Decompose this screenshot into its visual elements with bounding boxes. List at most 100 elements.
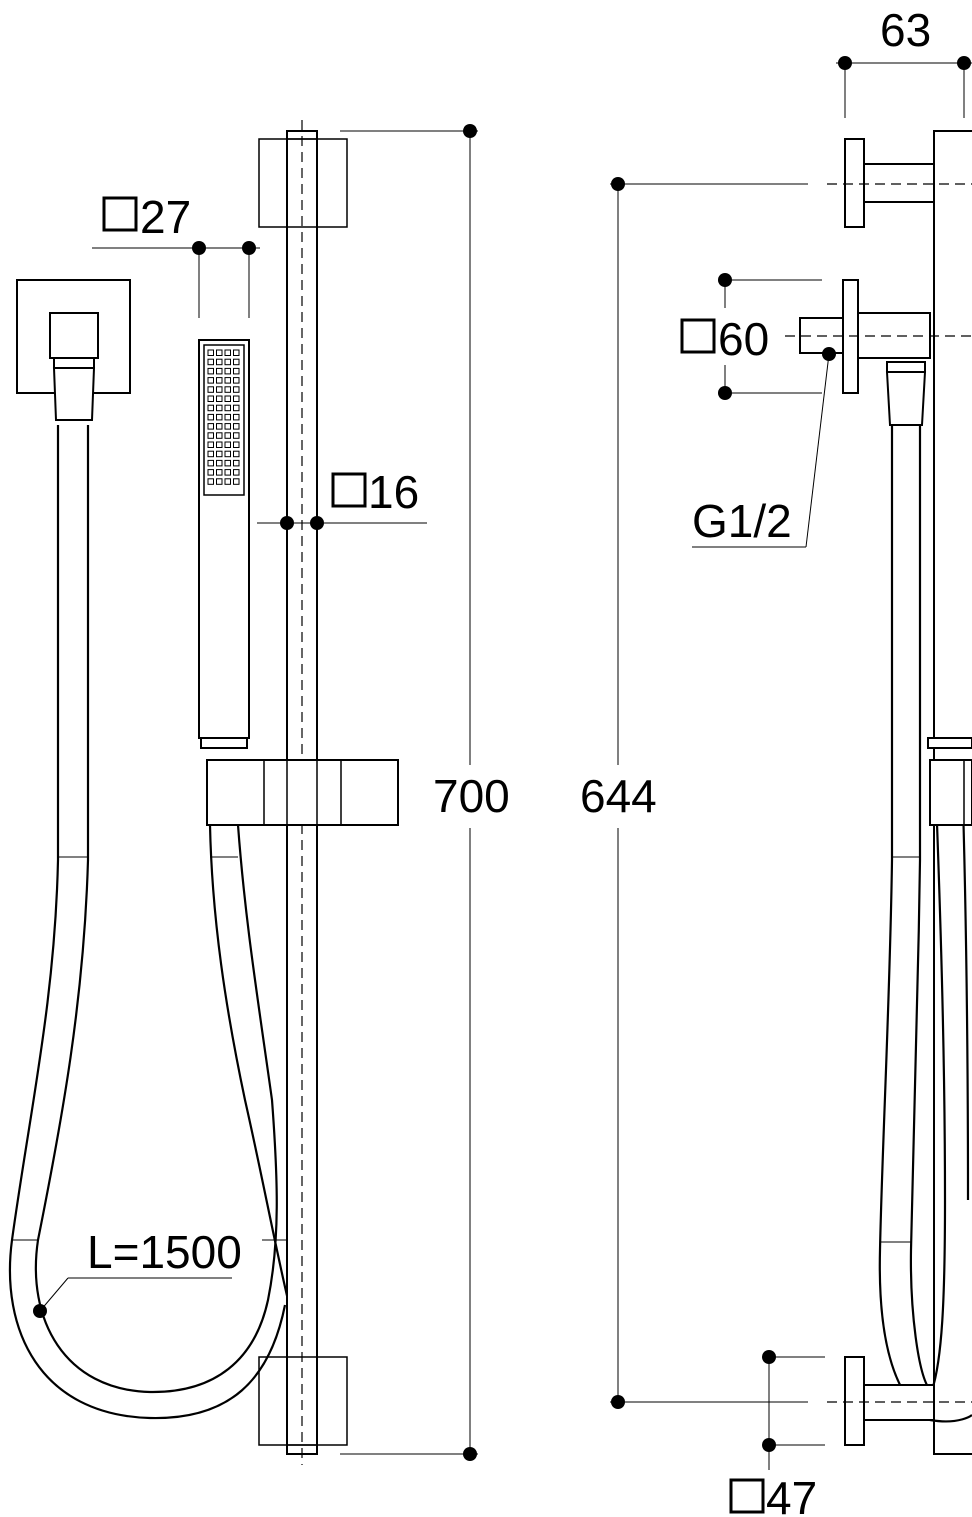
hose-cone-left [52,367,96,421]
nozzle [233,459,240,467]
nozzle [233,377,240,384]
nozzle [224,413,231,421]
nozzle [207,395,214,402]
side-slider [929,759,972,826]
nozzle [216,432,223,439]
label-outlet-thread: G1/2 [692,495,792,547]
nozzle [207,377,214,384]
dimension-63: 63 [836,4,972,118]
nozzle [233,395,240,402]
nozzle [224,432,231,439]
nozzle [216,459,223,467]
side-handshower-connector [927,737,972,749]
front-view: 27 16 700 L=1500 [8,120,510,1465]
nozzle [207,469,214,476]
label-outlet-plate: 60 [718,313,769,365]
nozzle [233,349,240,356]
nozzle [216,441,223,448]
nozzle [224,459,231,467]
nozzle [224,386,231,393]
label-bracket-plate: 47 [766,1472,817,1517]
nozzle [233,469,240,476]
hose-outer [8,425,287,1420]
hand-shower-head [203,344,245,496]
nozzle [224,349,231,356]
label-bracket-spacing: 644 [580,770,657,822]
dimension-16: 16 [257,466,427,530]
side-hose-nut [886,361,926,373]
dimension-thread: G1/2 [692,347,836,548]
dimension-27: 27 [92,191,260,318]
nozzle [207,404,214,412]
nozzle [233,358,240,366]
hose-inner [34,425,278,1394]
nozzle [233,386,240,393]
nozzle [224,423,231,430]
rail-top-cap [286,130,318,140]
label-wall-offset: 63 [880,4,931,56]
label-hose-length: L=1500 [87,1226,242,1278]
nozzle [207,459,214,467]
nozzle [216,358,223,366]
label-rail-width: 16 [368,466,419,518]
nozzle [224,358,231,366]
side-top-bracket-arm [863,163,935,203]
nozzle [216,469,223,476]
nozzle [207,413,214,421]
nozzle [233,432,240,439]
nozzle [224,478,231,485]
nozzle [207,349,214,356]
nozzle [216,386,223,393]
side-hose-left [878,425,972,1423]
nozzle [233,413,240,421]
nozzle [224,395,231,402]
side-hose-loop [930,769,947,1391]
side-hose-right [909,425,931,1391]
nozzle [216,377,223,384]
dimension-hose: L=1500 [33,1226,242,1318]
nozzle [233,450,240,458]
nozzle [224,450,231,458]
nozzle [207,367,214,375]
nozzle [216,413,223,421]
nozzle [224,404,231,412]
hand-shower-nozzles [207,349,240,485]
nozzle [216,395,223,402]
side-top-bracket-plate [844,138,865,228]
nozzle [207,432,214,439]
nozzle [233,478,240,485]
nozzle [224,377,231,384]
nozzle [224,441,231,448]
nozzle [207,441,214,448]
nozzle [207,478,214,485]
nozzle [207,386,214,393]
label-handshower-width: 27 [140,191,191,243]
rail-bottom-cap [286,1444,318,1455]
side-bottom-bracket-plate [844,1356,865,1446]
dimension-700: 700 [340,124,510,1461]
nozzle [216,423,223,430]
nozzle [216,404,223,412]
label-rail-length: 700 [433,770,510,822]
nozzle [216,450,223,458]
slider-holder [206,759,399,826]
nozzle [207,423,214,430]
nozzle [233,404,240,412]
side-view: 63 644 60 G1/2 [580,4,972,1517]
nozzle [224,469,231,476]
hand-shower-connector [200,737,248,749]
nozzle [233,423,240,430]
wall-outlet-connector [49,312,99,359]
side-hose-cone [885,371,927,426]
nozzle [207,450,214,458]
nozzle [216,367,223,375]
nozzle [233,367,240,375]
dimension-47: 47 [729,1350,825,1517]
hand-shower-body [198,339,250,739]
nozzle [216,478,223,485]
nozzle [216,349,223,356]
dimension-644: 644 [580,177,808,1409]
nozzle [233,441,240,448]
